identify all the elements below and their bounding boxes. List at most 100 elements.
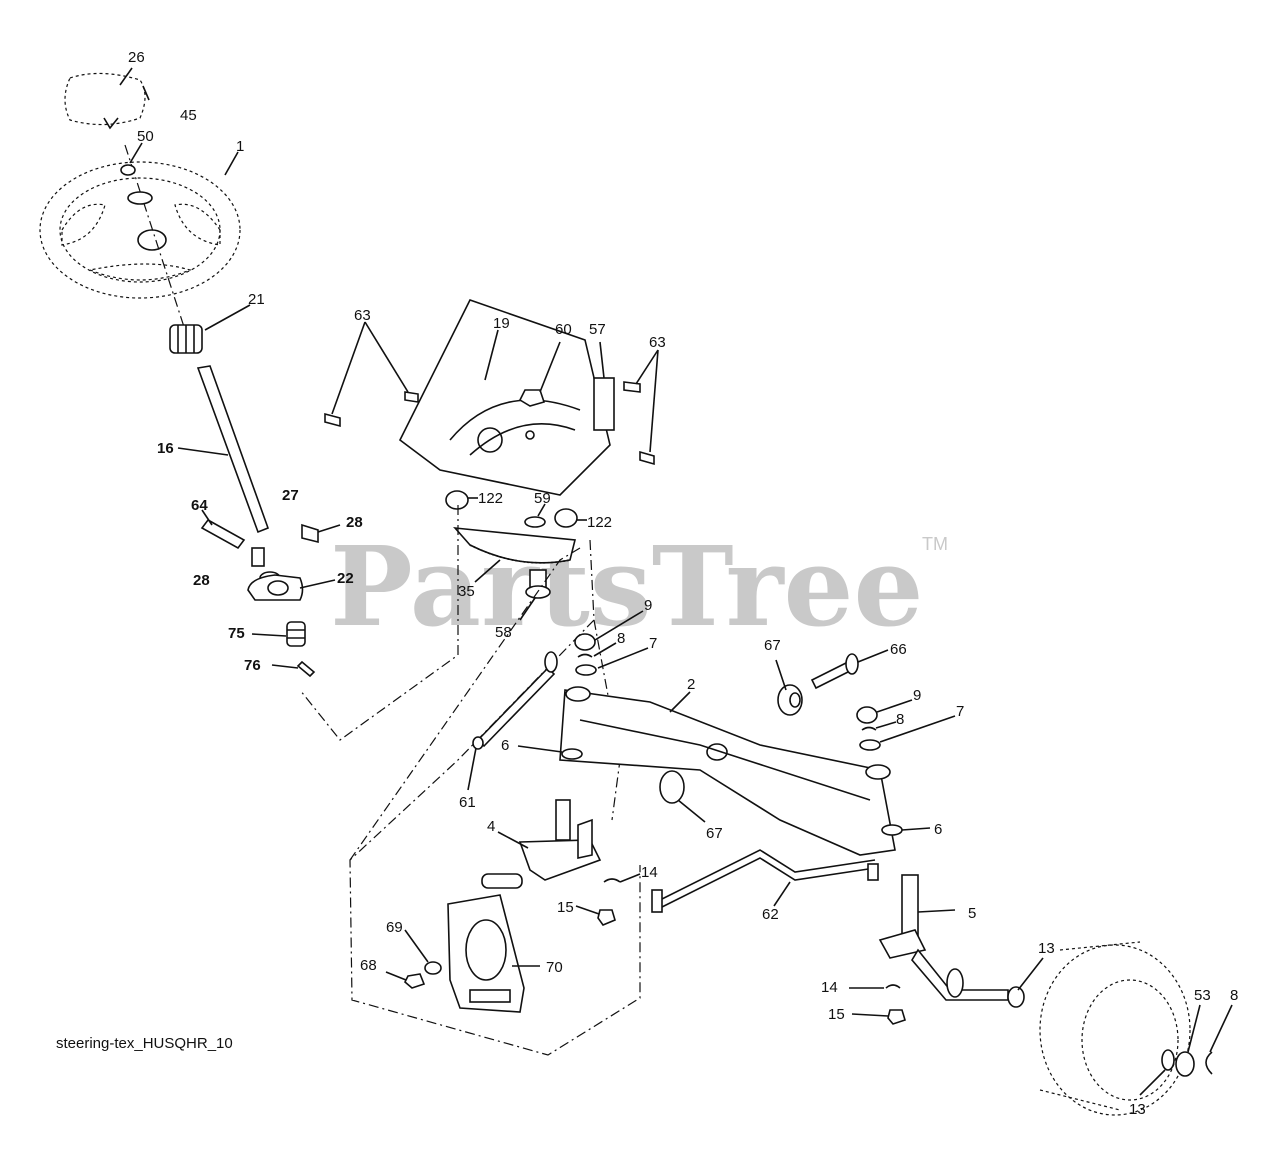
callout-15-right: 15	[828, 1006, 845, 1023]
callout-15-left: 15	[557, 899, 574, 916]
callout-9-left: 9	[644, 597, 652, 614]
ring-8c	[1205, 1051, 1213, 1075]
callout-63-left: 63	[354, 307, 371, 324]
callout-8-wheel: 8	[1230, 987, 1238, 1004]
nut-50	[120, 164, 136, 176]
bolt-28	[251, 547, 265, 567]
steering-adapter	[169, 324, 203, 354]
washer-69	[424, 961, 442, 975]
callout-16: 16	[157, 440, 174, 457]
callout-8-left: 8	[617, 630, 625, 647]
washer-6b	[881, 824, 903, 836]
callout-9-right: 9	[913, 687, 921, 704]
steering-cap	[64, 72, 150, 130]
callout-13-bottom: 13	[1129, 1101, 1146, 1118]
ring-14a	[603, 878, 621, 883]
front-axle	[559, 686, 896, 856]
callout-75: 75	[228, 625, 245, 642]
washer-13a	[1007, 986, 1025, 1008]
shoulder-bolt-58	[525, 569, 551, 599]
callout-1: 1	[236, 138, 244, 155]
bolt-63c	[623, 381, 641, 393]
diagram-code: steering-tex_HUSQHR_10	[56, 1035, 233, 1052]
callout-6-left: 6	[501, 737, 509, 754]
bracket-57	[593, 377, 615, 431]
steering-wheel	[39, 161, 241, 299]
leader-57	[599, 341, 605, 379]
cap-9a	[574, 633, 596, 651]
callout-13-top: 13	[1038, 940, 1055, 957]
callout-4: 4	[487, 818, 495, 835]
drag-link	[472, 651, 558, 750]
callout-6-right: 6	[934, 821, 942, 838]
callout-53: 53	[1194, 987, 1211, 1004]
bolt-63a	[404, 391, 419, 403]
washer-7b	[859, 739, 881, 751]
leader-16	[177, 447, 229, 456]
callout-60: 60	[555, 321, 572, 338]
washer-59	[524, 516, 546, 528]
bolt-76	[296, 660, 316, 678]
bolt-63d	[639, 450, 655, 466]
tie-rod	[651, 849, 879, 913]
bolt-28b	[301, 523, 319, 544]
callout-76: 76	[244, 657, 261, 674]
callout-14-right: 14	[821, 979, 838, 996]
callout-66: 66	[890, 641, 907, 658]
callout-63-right: 63	[649, 334, 666, 351]
leader-61	[467, 747, 477, 791]
callout-64: 64	[191, 497, 208, 514]
nut-15b	[887, 1009, 906, 1025]
callout-7-left: 7	[649, 635, 657, 652]
leader-21	[204, 304, 251, 331]
callout-8-right: 8	[896, 711, 904, 728]
leader-19	[484, 329, 499, 381]
nut-68	[404, 973, 426, 989]
leader-60	[539, 341, 561, 393]
callout-70: 70	[546, 959, 563, 976]
bushing-122b	[554, 508, 578, 528]
bolt-63b	[324, 412, 341, 428]
callout-67-top: 67	[764, 637, 781, 654]
leader-5	[917, 909, 956, 913]
callout-122-left: 122	[478, 490, 503, 507]
washer-45	[127, 191, 153, 205]
callout-68: 68	[360, 957, 377, 974]
right-spindle	[878, 874, 1009, 1001]
callout-5: 5	[968, 905, 976, 922]
callout-62: 62	[762, 906, 779, 923]
left-spindle	[481, 799, 602, 889]
leader-4	[497, 831, 529, 849]
cap-9b	[856, 706, 878, 724]
callout-28-top: 28	[346, 514, 363, 531]
nut-15a	[597, 909, 616, 926]
callout-67-bottom: 67	[706, 825, 723, 842]
callout-58: 58	[495, 624, 512, 641]
leader-22	[299, 579, 336, 589]
leader-2	[669, 691, 691, 713]
washer-7a	[575, 664, 597, 676]
trademark-symbol: TM	[922, 534, 948, 554]
leader-35	[474, 559, 501, 583]
callout-19: 19	[493, 315, 510, 332]
spacer-67b	[659, 770, 685, 804]
callout-2: 2	[687, 676, 695, 693]
partstree-watermark: PartsTree	[330, 522, 924, 651]
washer-6a	[561, 748, 583, 760]
callout-22: 22	[337, 570, 354, 587]
callout-45: 45	[180, 107, 197, 124]
leader-62	[773, 881, 791, 907]
front-wheel	[1007, 941, 1213, 1116]
callout-59: 59	[534, 490, 551, 507]
callout-21: 21	[248, 291, 265, 308]
callout-14-left: 14	[641, 864, 658, 881]
callout-69: 69	[386, 919, 403, 936]
ring-8b	[861, 726, 877, 731]
callout-7-right: 7	[956, 703, 964, 720]
leader-1	[224, 151, 239, 176]
flange-bearing-22	[247, 574, 304, 601]
ring-14b	[885, 984, 901, 989]
ring-8a	[577, 653, 593, 658]
washer-53	[1175, 1051, 1195, 1077]
